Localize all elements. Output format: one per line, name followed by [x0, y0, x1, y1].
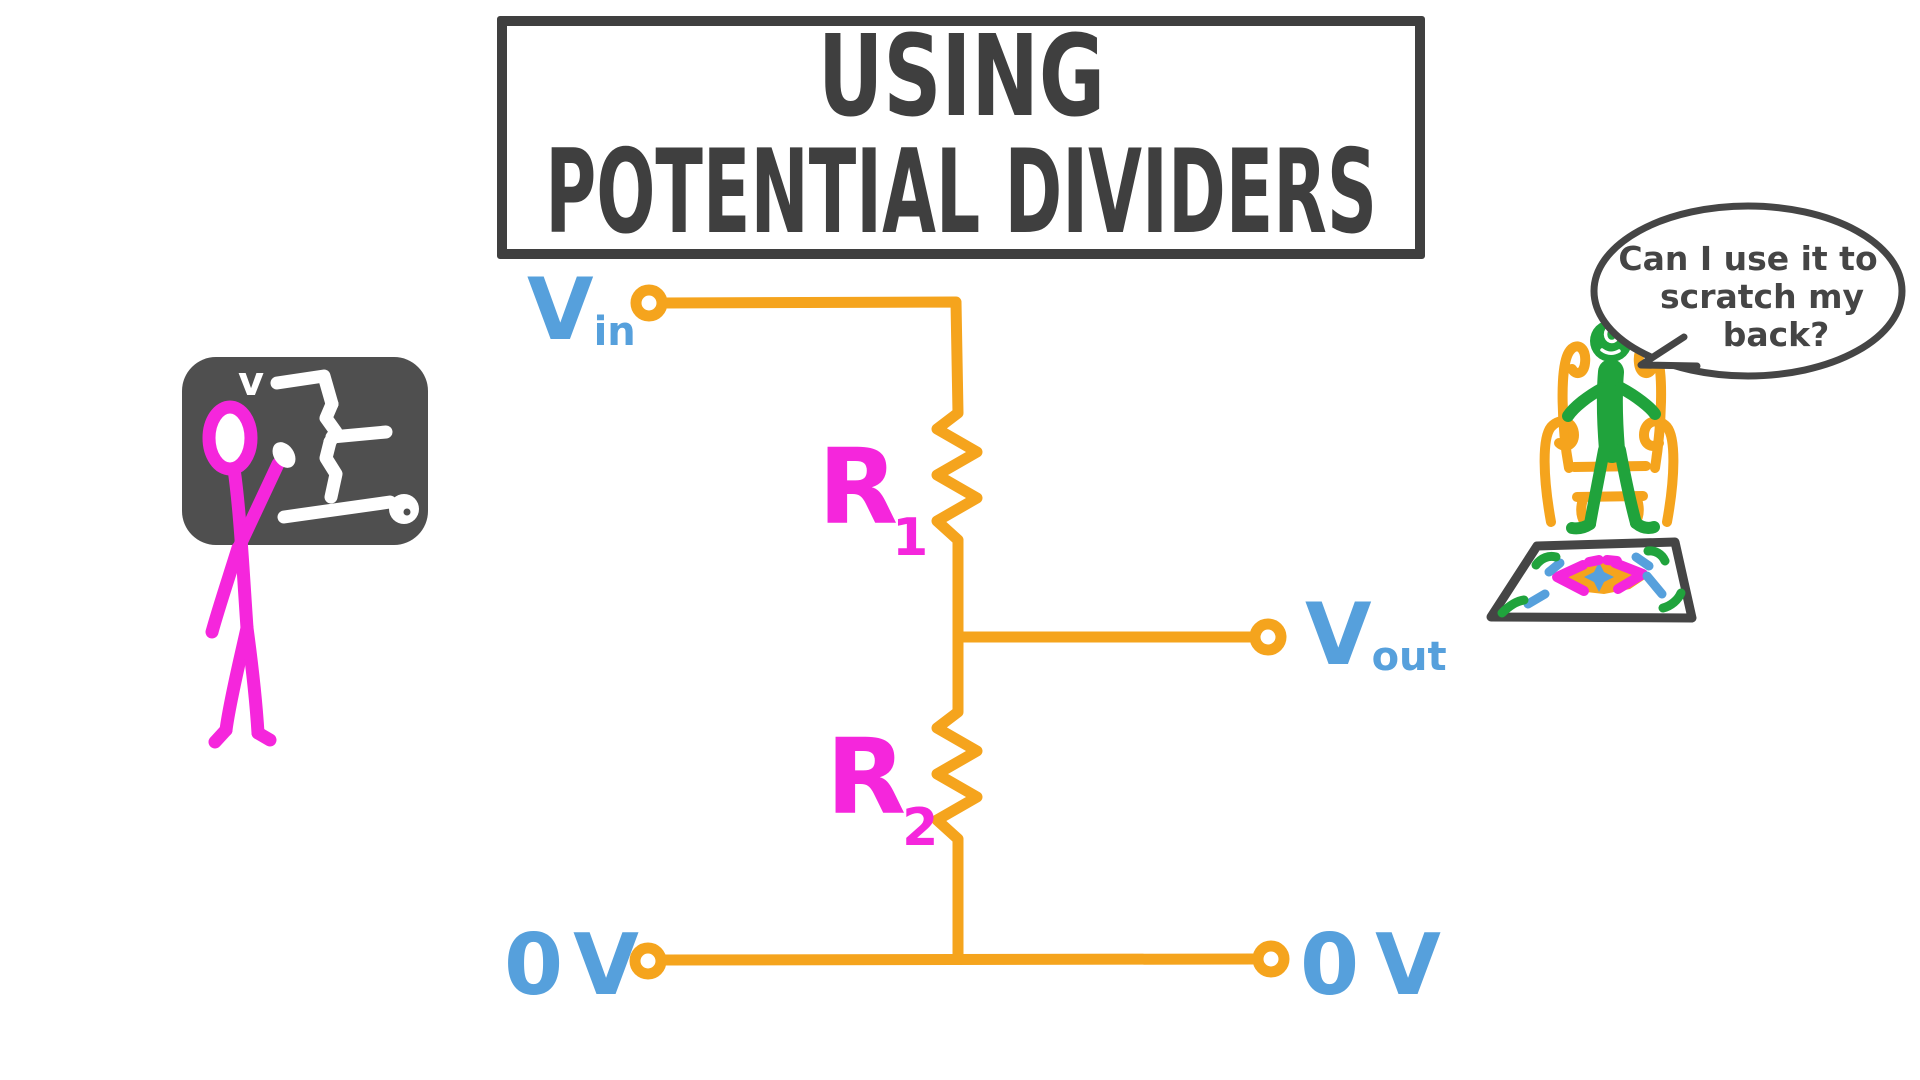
- ground-left-label: 0V: [504, 916, 649, 1015]
- teacher-hand: [272, 442, 296, 468]
- chair-armrest-right: [1639, 416, 1679, 527]
- speech-bubble-line-3: back?: [1722, 315, 1830, 354]
- vin-label-main: V: [527, 260, 594, 360]
- ground-wire: [658, 953, 1260, 966]
- rug: [1486, 537, 1697, 623]
- r1-label: R1: [818, 426, 928, 568]
- rug-pink-nub-top-right: [1602, 555, 1622, 566]
- speech-bubble-tail: [1637, 333, 1701, 370]
- student-arm-right: [1615, 382, 1661, 420]
- teacher-pointing-arm: [233, 457, 285, 552]
- mini-circuit-voltage-label: v: [238, 359, 264, 405]
- student-stick-figure: [1562, 320, 1661, 535]
- mini-circuit-terminal-dot: [403, 508, 411, 516]
- student-arm-left: [1562, 382, 1609, 422]
- vout-label-sub: out: [1372, 634, 1447, 680]
- speech-bubble-text: Can I use it to scratch my back?: [1598, 240, 1898, 354]
- speech-bubble-line-2: scratch my: [1660, 277, 1864, 316]
- ground-left-terminal: [629, 942, 667, 980]
- r1-label-sub: 1: [892, 508, 928, 568]
- rug-green-hooks: [1497, 546, 1686, 618]
- rug-dash-4: [1642, 571, 1667, 599]
- vin-label-sub: in: [594, 309, 636, 355]
- speech-bubble-outline: [1590, 202, 1906, 380]
- r2-label-main: R: [826, 716, 906, 838]
- potential-divider-circuit: [629, 284, 1290, 980]
- rug-dash-1: [1523, 589, 1550, 609]
- r1-label-main: R: [818, 426, 898, 548]
- mini-circuit-bottom-wire: [277, 495, 397, 524]
- teacher-left-foot: [208, 723, 233, 749]
- teacher-head: [202, 400, 258, 476]
- student-foot-right: [1630, 517, 1660, 534]
- r2-label-sub: 2: [902, 798, 938, 858]
- student-leg-right: [1614, 444, 1642, 529]
- ground-right-terminal: [1252, 940, 1290, 978]
- mini-circuit-resistor-lower: [319, 435, 343, 504]
- chair-front-leg-left: [1576, 494, 1590, 528]
- rug-hook-bottom-left: [1497, 595, 1529, 618]
- rug-center-blue-star: [1584, 562, 1614, 592]
- title-line-2: POTENTIAL DIVIDERS: [545, 125, 1377, 261]
- r2-label: R2: [826, 716, 938, 858]
- rug-hook-top-left: [1531, 551, 1561, 570]
- ground-right-label: 0V: [1300, 916, 1457, 1015]
- student-mouth: [1600, 348, 1621, 355]
- speech-bubble-line-1: Can I use it to: [1618, 239, 1878, 278]
- speech-bubble: [1590, 202, 1906, 380]
- vin-wire-and-resistor-chain: [657, 296, 983, 962]
- vout-label: Vout: [1305, 585, 1447, 685]
- title-box: USING POTENTIAL DIVIDERS: [497, 16, 1425, 259]
- rug-pink-nub-top-left: [1584, 555, 1604, 567]
- rug-hook-bottom-right: [1658, 588, 1686, 613]
- mini-circuit-terminal: [389, 494, 419, 524]
- vout-terminal: [1249, 618, 1287, 656]
- rug-blue-dashes: [1523, 552, 1667, 609]
- vin-label: Vin: [527, 260, 636, 360]
- rug-hook-top-right: [1643, 546, 1670, 566]
- teacher-lower-arm: [205, 541, 245, 639]
- vout-label-main: V: [1305, 585, 1372, 685]
- vin-terminal: [630, 284, 668, 322]
- chair-armrest-left: [1539, 416, 1579, 527]
- rug-dash-3: [1631, 552, 1654, 571]
- mini-circuit-branch-wire: [325, 425, 393, 444]
- mini-circuit-drawing: [270, 369, 397, 524]
- teacher-stick-figure: [202, 400, 296, 749]
- student-torso: [1596, 359, 1625, 463]
- mini-circuit-top-wire: [270, 369, 339, 411]
- student-limbs: [1562, 382, 1661, 535]
- teacher-right-leg: [240, 621, 265, 740]
- chair-seat-bar-upper: [1569, 461, 1651, 472]
- title-line-1: USING: [817, 12, 1105, 143]
- student-leg-left: [1584, 444, 1610, 530]
- teacher-right-foot: [251, 726, 277, 747]
- student-foot-left: [1566, 518, 1596, 535]
- rug-chevron-left: [1552, 560, 1589, 596]
- rug-dash-2: [1544, 558, 1565, 577]
